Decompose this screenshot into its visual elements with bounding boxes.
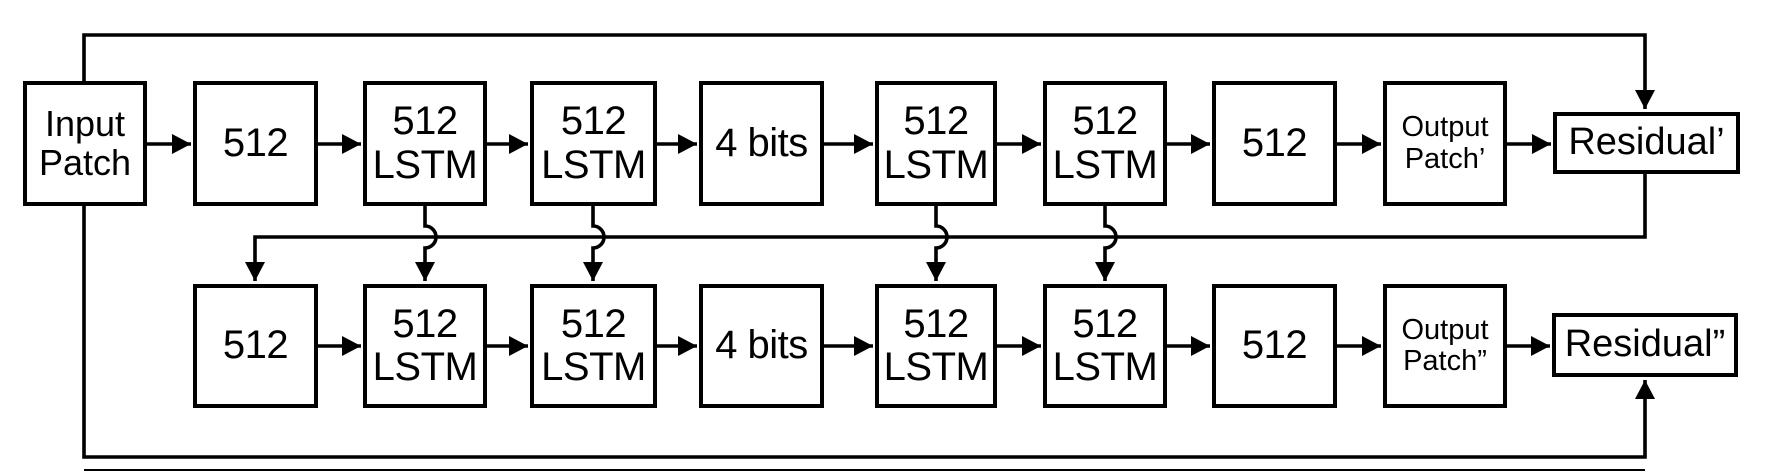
box-decoder-fc-512-pass1: 512 <box>1212 81 1337 206</box>
box-decoder-lstm2-pass1: 512 LSTM <box>1043 81 1167 206</box>
box-encoder-fc-512-pass2: 512 <box>193 284 318 408</box>
arrow-lstm-state-4 <box>1095 206 1118 281</box>
box-binarizer-4bits-pass1: 4 bits <box>699 81 824 206</box>
box-encoder-lstm1-pass2: 512 LSTM <box>363 284 487 408</box>
box-decoder-fc-512-pass2: 512 <box>1212 284 1337 408</box>
arrow-lstm-state-3 <box>926 206 949 281</box>
box-residual-1: Residual’ <box>1553 112 1740 174</box>
arrow-lstm-state-1 <box>415 206 438 281</box>
box-encoder-lstm1-pass1: 512 LSTM <box>363 81 487 206</box>
box-output-patch-1: Output Patch’ <box>1383 81 1507 206</box>
box-decoder-lstm2-pass2: 512 LSTM <box>1043 284 1167 408</box>
box-encoder-lstm2-pass1: 512 LSTM <box>530 81 657 206</box>
box-binarizer-4bits-pass2: 4 bits <box>699 284 824 408</box>
box-decoder-lstm1-pass1: 512 LSTM <box>875 81 997 206</box>
box-encoder-lstm2-pass2: 512 LSTM <box>530 284 657 408</box>
box-input-patch: Input Patch <box>23 81 147 206</box>
box-encoder-fc-512-pass1: 512 <box>193 81 318 206</box>
box-residual-2: Residual” <box>1552 313 1738 377</box>
box-output-patch-2: Output Patch” <box>1383 284 1507 408</box>
box-decoder-lstm1-pass2: 512 LSTM <box>875 284 997 408</box>
arrow-lstm-state-2 <box>583 206 606 281</box>
